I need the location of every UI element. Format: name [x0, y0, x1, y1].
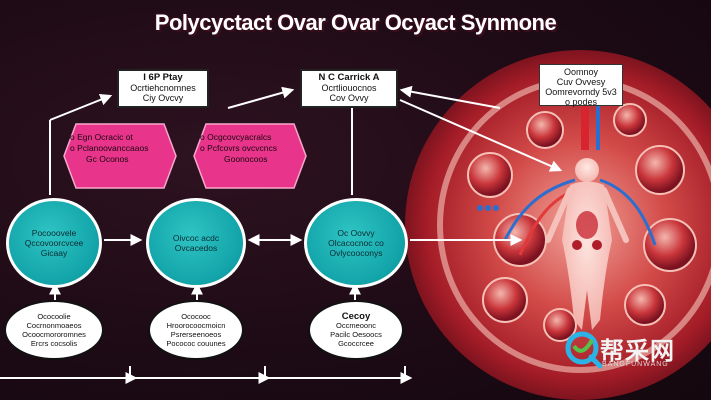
blue-dots: [477, 205, 499, 211]
oval-center: Ococooc Hroorocoocmoicn Psrerseenoeos Po…: [148, 300, 244, 360]
arrow-left-to-box: [49, 93, 113, 121]
oval-right: Cecoy Occmeoonc Pacilc Oesoocs Gcoccrcee: [308, 300, 404, 360]
hexagon-left-text: o Egn Ocracic ot o Pclanoovanccaaos Gc O…: [70, 132, 149, 164]
hexagon-center: [193, 123, 307, 189]
watermark-logo-subtext: BANGFUNWANG: [602, 361, 669, 368]
watermark-logo: [565, 331, 603, 369]
circle-center: Oivcoc acdc Ovcacedos: [146, 198, 246, 288]
magnifier-icon: [565, 331, 599, 365]
human-figure: [545, 158, 629, 330]
cyst-group: [467, 103, 697, 342]
circle-right: Oc Oovvy Olcacocnoc co Ovlycooconys: [304, 198, 408, 288]
arrow-hex-to-center-box: [227, 86, 295, 109]
page-title: Polycyctact Ovar Ovar Ocyact Synmone: [154, 10, 557, 35]
arrow-box-to-right: [399, 85, 501, 109]
hexagon-left: [63, 123, 177, 189]
circle-left: Pocooovele Qccovoorcvcee Gicaay: [6, 198, 102, 288]
label-box-center: N C Carrick A Ocrtliouocnos Cov Ovvy: [300, 69, 398, 108]
watermark-logo-text: 帮采网: [600, 338, 675, 365]
hexagon-center-text: o Ocgcovcyacralcs o Pcfcovrs ovcvcncs Go…: [200, 132, 277, 164]
label-box-left: I 6P Ptay Ocrtiehcnomnes Ciy Ovcvy: [117, 69, 209, 108]
oval-left: Ococoolie Cocrnonmoaeos Ocoocmororomnes …: [4, 300, 104, 360]
label-box-right: Oomnoy Cuv Ovvesy Oomrevorndy 5v3 o pode…: [539, 64, 623, 107]
arrow-to-ovary: [399, 99, 563, 172]
